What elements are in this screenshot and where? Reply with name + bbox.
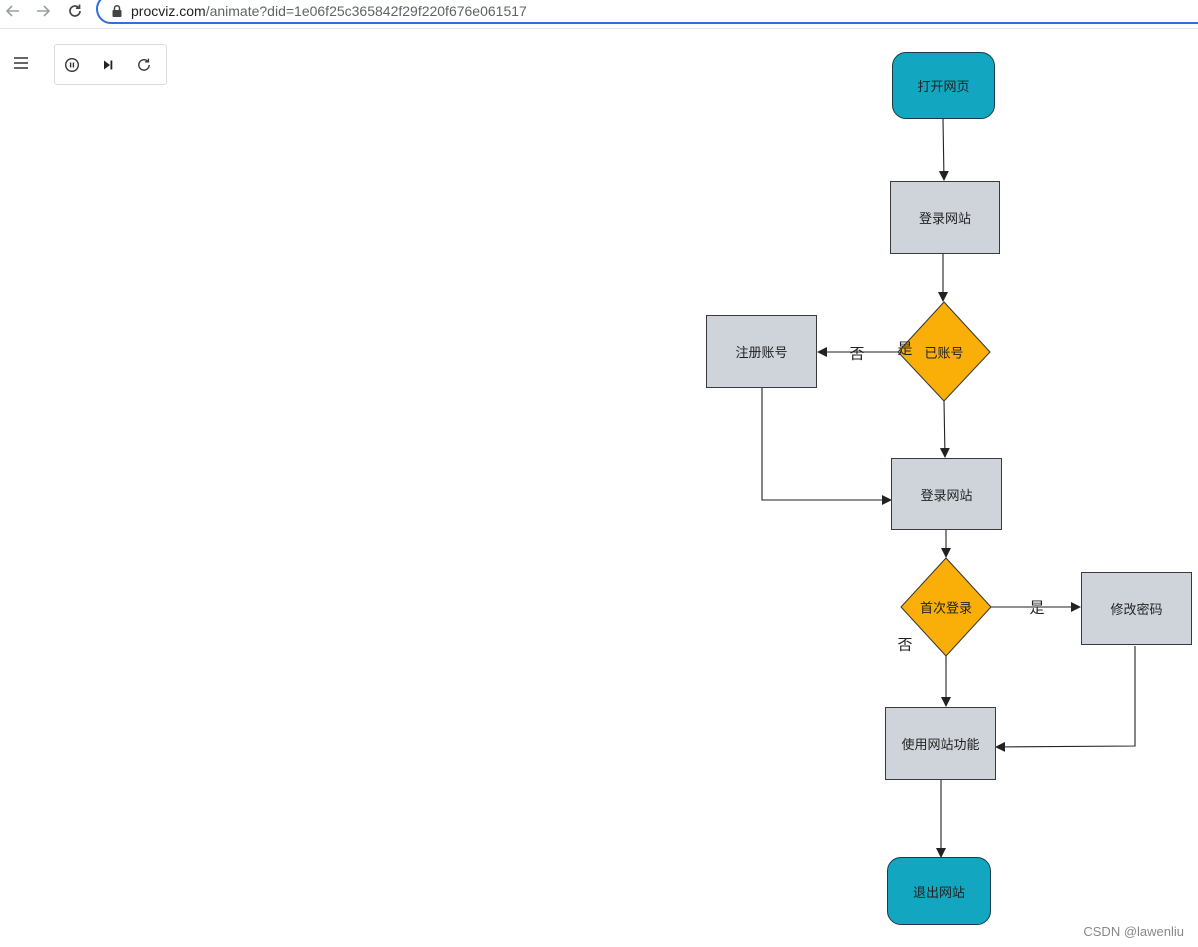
menu-button[interactable] (10, 52, 32, 74)
node-change-password[interactable]: 修改密码 (1081, 572, 1192, 645)
url-path: /animate?did=1e06f25c365842f29f220f676e0… (205, 3, 527, 19)
browser-toolbar: procviz.com/animate?did=1e06f25c365842f2… (0, 0, 1198, 29)
node-login-1[interactable]: 登录网站 (890, 181, 1000, 254)
edge-register-to-login2 (761, 388, 892, 505)
lock-icon (112, 4, 122, 17)
node-first-login[interactable]: 首次登录 (919, 600, 973, 616)
node-login-2[interactable]: 登录网站 (891, 458, 1002, 530)
back-icon (5, 5, 19, 17)
reload-icon (69, 4, 81, 17)
node-has-account[interactable]: 已账号 (924, 345, 964, 361)
node-open-page[interactable]: 打开网页 (892, 52, 995, 119)
edge-change-pwd-to-use (995, 646, 1136, 752)
menu-icon (14, 57, 28, 69)
edge-label-has-account-no: 否 (849, 345, 865, 363)
edge-has-account-yes (939, 400, 950, 458)
forward-button[interactable] (30, 0, 56, 22)
watermark: CSDN @lawenliu (1083, 924, 1184, 939)
address-bar[interactable] (96, 0, 1198, 24)
node-exit[interactable]: 退出网站 (887, 857, 991, 925)
forward-icon (37, 5, 51, 17)
edge-open-to-login1 (938, 118, 949, 181)
edge-label-has-account-yes: 是 (897, 340, 913, 358)
step-forward-icon (104, 60, 113, 70)
restart-button[interactable] (133, 54, 155, 76)
playback-controls (54, 44, 167, 85)
edge-label-first-login-no: 否 (897, 636, 913, 654)
back-button[interactable] (0, 0, 26, 22)
pause-button[interactable] (61, 54, 83, 76)
node-register[interactable]: 注册账号 (706, 315, 817, 388)
edge-label-first-login-yes: 是 (1029, 599, 1045, 617)
node-use-features[interactable]: 使用网站功能 (885, 707, 996, 780)
restart-icon (138, 58, 150, 71)
reload-button[interactable] (62, 0, 88, 22)
address-text[interactable]: procviz.com/animate?did=1e06f25c365842f2… (131, 2, 527, 20)
step-forward-button[interactable] (97, 54, 119, 76)
pause-icon (64, 57, 80, 73)
url-host: procviz.com (131, 3, 206, 19)
